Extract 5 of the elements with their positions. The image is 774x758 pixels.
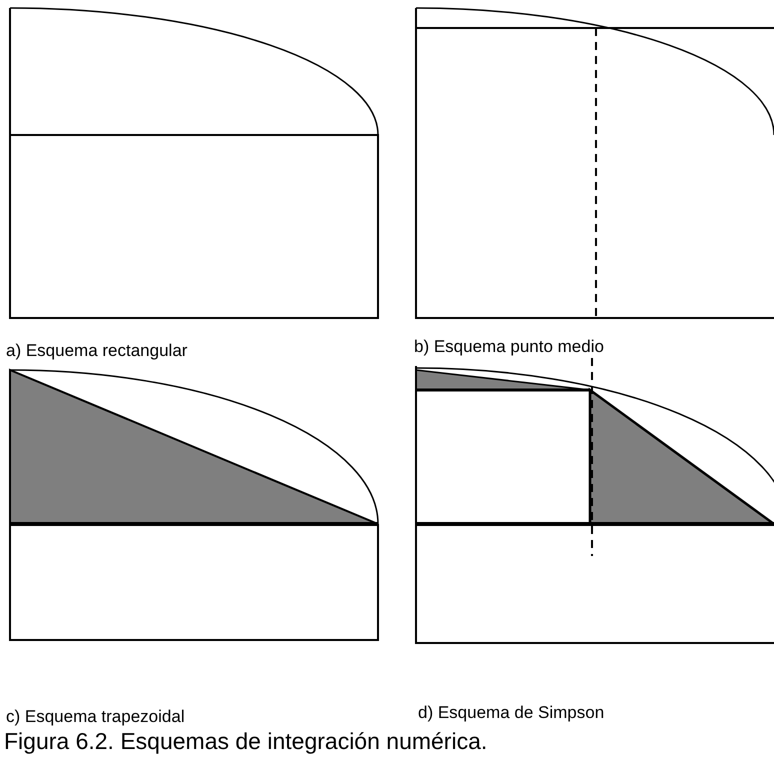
panel-caption: a) Esquema rectangular [6, 341, 188, 361]
panel-caption: d) Esquema de Simpson [418, 703, 604, 723]
figure-caption: Figura 6.2. Esquemas de integración numérica. [4, 728, 488, 754]
panel-caption: b) Esquema punto medio [414, 337, 604, 357]
panel-caption: c) Esquema trapezoidal [6, 707, 185, 727]
